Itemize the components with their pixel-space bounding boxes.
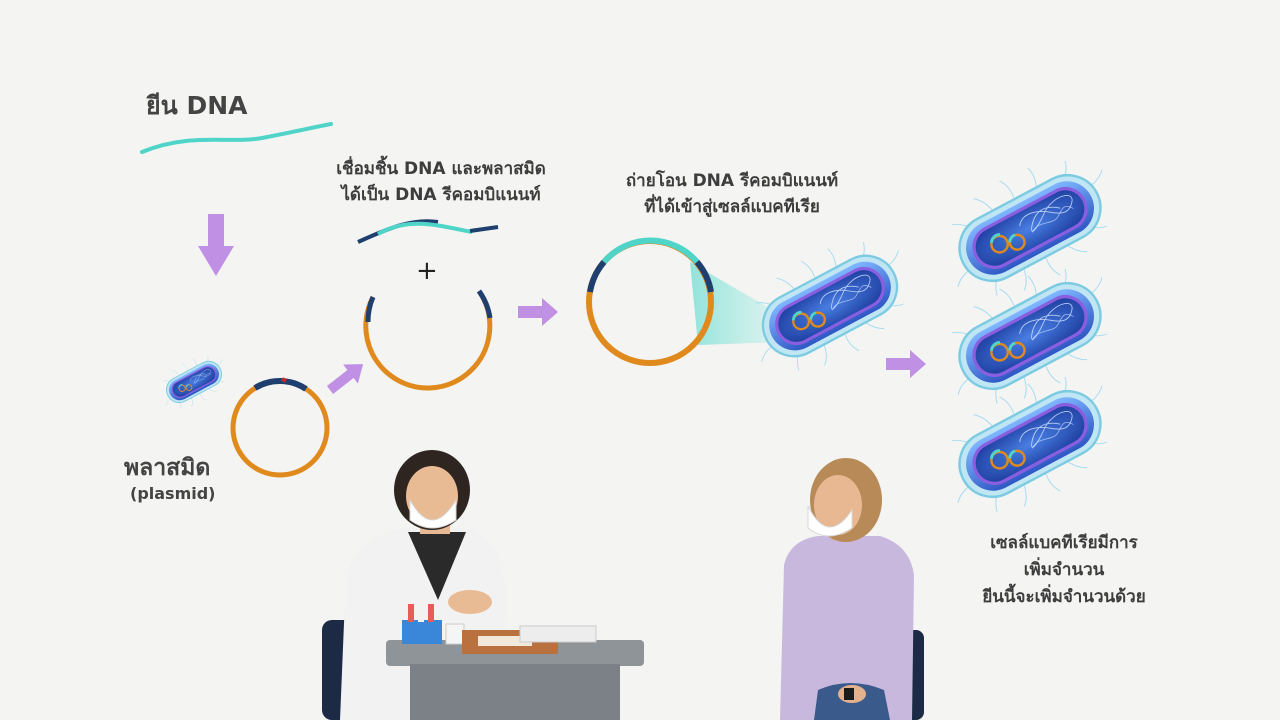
- open-book: [519, 625, 597, 643]
- multiplied-bacterium-1: [921, 134, 1139, 322]
- source-bacterium: [151, 345, 237, 419]
- left-presenter-mask: [409, 498, 457, 529]
- dna-fragment: [357, 219, 499, 244]
- result-caption: เซลล์แบคทีเรียมีการ เพิ่มจำนวน ยีนนี้จะเ…: [948, 530, 1180, 611]
- ligation-caption: เชื่อมชิ้น DNA และพลาสมิด ได้เป็น DNA รี…: [318, 156, 564, 208]
- gene-label: ยีน DNA: [146, 91, 248, 120]
- ligation-caption-line-1: เชื่อมชิ้น DNA และพลาสมิด: [336, 159, 546, 179]
- plus-sign: +: [416, 256, 438, 286]
- diagonal-arrow: [326, 364, 364, 394]
- right-guest-watch: [844, 688, 854, 700]
- result-caption-line-1: เซลล์แบคทีเรียมีการ: [990, 533, 1138, 553]
- result-caption-line-2: เพิ่มจำนวน: [1023, 560, 1105, 580]
- presenter-scene: [322, 450, 924, 720]
- recombinant-plasmid: [586, 237, 714, 366]
- right-arrow-1: [518, 298, 558, 326]
- desk-body: [410, 664, 620, 720]
- opened-plasmid: [363, 289, 493, 391]
- down-arrow: [198, 214, 234, 276]
- transfer-caption-line-1: ถ่ายโอน DNA รีคอมบิแนนท์: [625, 171, 839, 191]
- ligation-caption-line-2: ได้เป็น DNA รีคอมบิแนนท์: [341, 185, 541, 205]
- result-caption-line-3: ยีนนี้จะเพิ่มจำนวนด้วย: [982, 587, 1146, 607]
- plasmid-label-thai: พลาสมิด: [124, 455, 211, 481]
- plasmid-ring: [230, 377, 330, 478]
- left-presenter-face: [406, 466, 458, 526]
- multiplied-bacterium-3: [921, 350, 1139, 538]
- right-arrow-2: [886, 350, 926, 378]
- right-guest-shirt: [780, 536, 914, 720]
- test-tube-rack: [402, 620, 442, 644]
- left-presenter-top: [408, 532, 466, 600]
- right-guest-mask: [807, 505, 853, 537]
- plasmid-label-english: (plasmid): [130, 484, 216, 503]
- transfer-caption-line-2: ที่ได้เข้าสู่เซลล์แบคทีเรีย: [644, 197, 820, 217]
- transfer-caption: ถ่ายโอน DNA รีคอมบิแนนท์ ที่ได้เข้าสู่เซ…: [604, 168, 860, 220]
- multiplied-bacterium-2: [921, 242, 1139, 430]
- gene-dna-strand: [140, 122, 333, 154]
